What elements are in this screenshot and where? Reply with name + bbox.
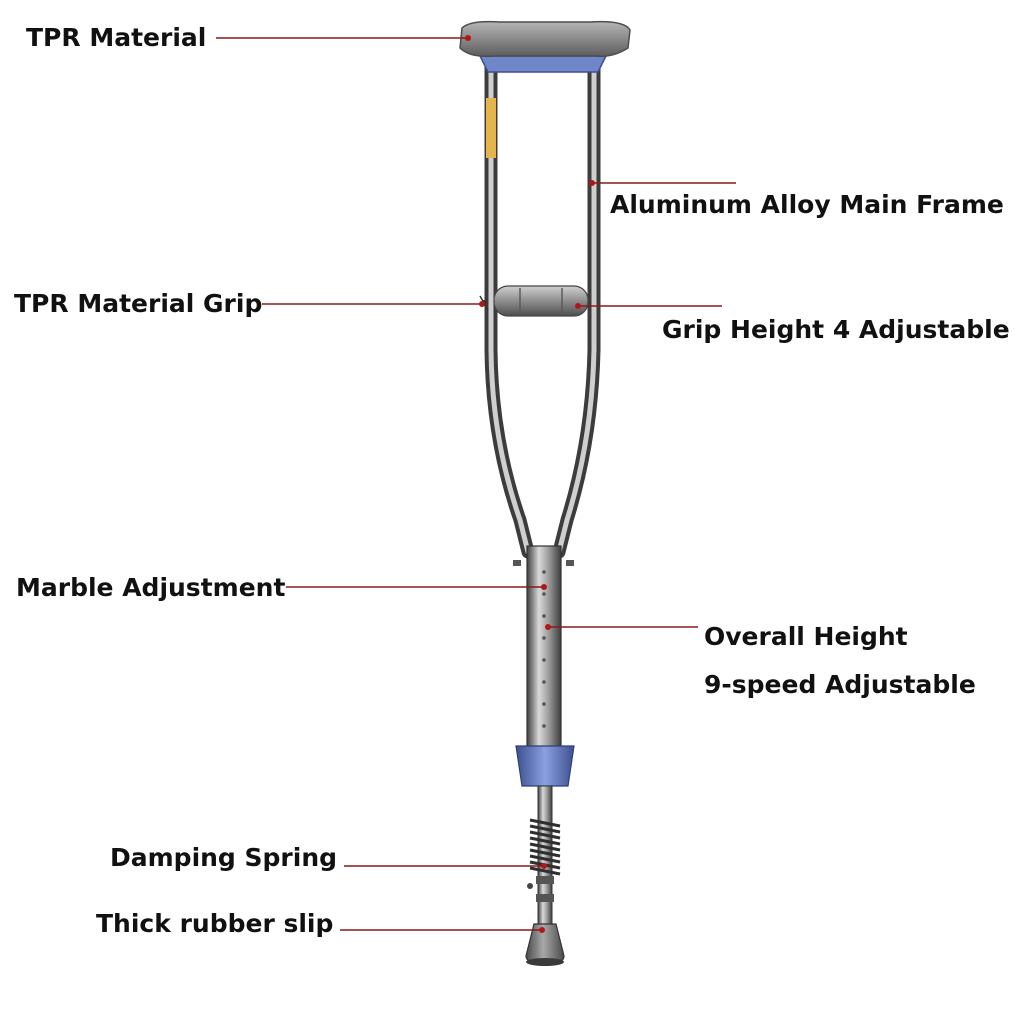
adjustment-holes xyxy=(542,570,546,728)
crutch-illustration xyxy=(459,20,631,966)
frame-label-tape xyxy=(486,98,496,158)
underarm-pad xyxy=(459,20,631,58)
leader-lines xyxy=(216,37,736,931)
label-overall-height-adjustable: 9-speed Adjustable xyxy=(704,670,976,699)
lower-leg-rod xyxy=(537,785,553,927)
blue-collar xyxy=(515,745,575,787)
label-main-frame: Aluminum Alloy Main Frame xyxy=(610,190,1004,219)
label-hand-grip: TPR Material Grip xyxy=(14,289,262,318)
label-marble-adjustment: Marble Adjustment xyxy=(16,573,285,602)
underarm-pad-base xyxy=(478,55,608,73)
label-rubber-tip: Thick rubber slip xyxy=(96,909,333,938)
leader-dots xyxy=(465,35,595,933)
label-underarm-pad: TPR Material xyxy=(26,23,206,52)
hand-grip xyxy=(493,285,589,317)
label-grip-height: Grip Height 4 Adjustable xyxy=(662,315,1010,344)
label-overall-height: Overall Height xyxy=(704,622,908,651)
callout-labels: TPR Material Aluminum Alloy Main Frame T… xyxy=(14,23,1010,938)
label-damping-spring: Damping Spring xyxy=(110,843,337,872)
height-adjust-tube xyxy=(526,545,562,749)
